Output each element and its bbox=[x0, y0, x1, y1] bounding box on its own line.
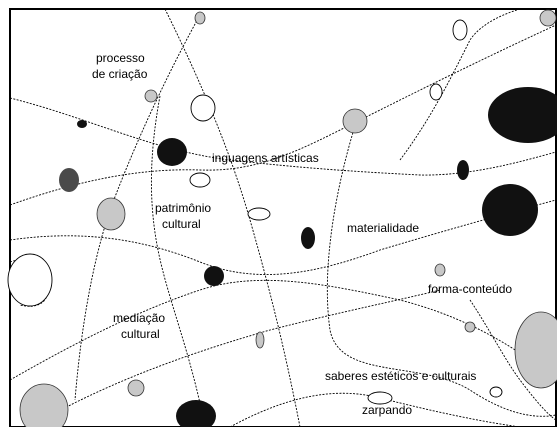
blob-white-linguagens bbox=[189, 172, 211, 188]
label-saberes: saberes estéticos e culturais bbox=[325, 369, 476, 383]
blob-white-saberes bbox=[489, 386, 503, 398]
label-patrimonio-line2: cultural bbox=[162, 217, 201, 231]
blob-white-center bbox=[247, 207, 271, 221]
blob-light-left bbox=[96, 197, 126, 231]
blob-dark-bottom bbox=[176, 400, 216, 427]
label-forma-conteudo: forma-conteúdo bbox=[428, 282, 512, 296]
blob-light-low-center bbox=[255, 331, 265, 349]
blob-dark-center bbox=[204, 266, 224, 286]
map-frame bbox=[9, 8, 557, 427]
blob-white-center-top bbox=[190, 94, 216, 122]
curve-vertical-left bbox=[150, 95, 206, 427]
blob-white-top-right bbox=[452, 19, 468, 41]
blob-shapes bbox=[7, 9, 557, 427]
blob-dark-linguagens bbox=[157, 138, 187, 166]
blob-light-top bbox=[194, 11, 206, 25]
concept-labels: processo de criação inguagens artísticas… bbox=[92, 51, 512, 417]
label-processo-line2: de criação bbox=[92, 67, 148, 81]
blob-light-bottom-small bbox=[127, 379, 145, 397]
curve-right-descending bbox=[469, 299, 557, 421]
curve-left-arc-to-top-right bbox=[9, 24, 557, 206]
blob-light-forma bbox=[434, 263, 446, 277]
label-mediacao-line1: mediação bbox=[113, 311, 165, 325]
blob-dark-small-left bbox=[77, 120, 87, 128]
label-zarpando: zarpando bbox=[362, 403, 412, 417]
curve-low-descending bbox=[9, 279, 557, 381]
blob-light-processo bbox=[144, 89, 158, 103]
blob-large-dark-top-right bbox=[488, 87, 557, 143]
label-mediacao-line2: cultural bbox=[121, 327, 160, 341]
label-linguagens: inguagens artísticas bbox=[212, 151, 319, 165]
curve-diagonal-lower bbox=[29, 289, 441, 427]
label-materialidade: materialidade bbox=[347, 221, 419, 235]
blob-light-top-right bbox=[539, 9, 557, 27]
blob-light-left-bottom bbox=[19, 383, 69, 427]
blob-dark-right-middle bbox=[482, 184, 538, 236]
blob-white-left-loop bbox=[7, 253, 53, 307]
blob-dark-materialidade bbox=[301, 227, 315, 249]
blob-white-zarpando bbox=[367, 391, 393, 405]
blob-light-right-bottom bbox=[514, 311, 557, 389]
label-patrimonio-line1: patrimônio bbox=[155, 201, 211, 215]
blob-light-right-small bbox=[464, 321, 476, 333]
blob-light-upper-center bbox=[342, 108, 368, 134]
curve-right-loop bbox=[326, 109, 557, 417]
label-processo-line1: processo bbox=[96, 51, 145, 65]
blob-dark-small-right bbox=[457, 160, 469, 180]
blob-white-upper-right bbox=[429, 83, 443, 101]
curve-top-left-to-right bbox=[9, 97, 557, 176]
curve-mid-long bbox=[9, 199, 557, 275]
blob-mid-left bbox=[59, 168, 79, 192]
